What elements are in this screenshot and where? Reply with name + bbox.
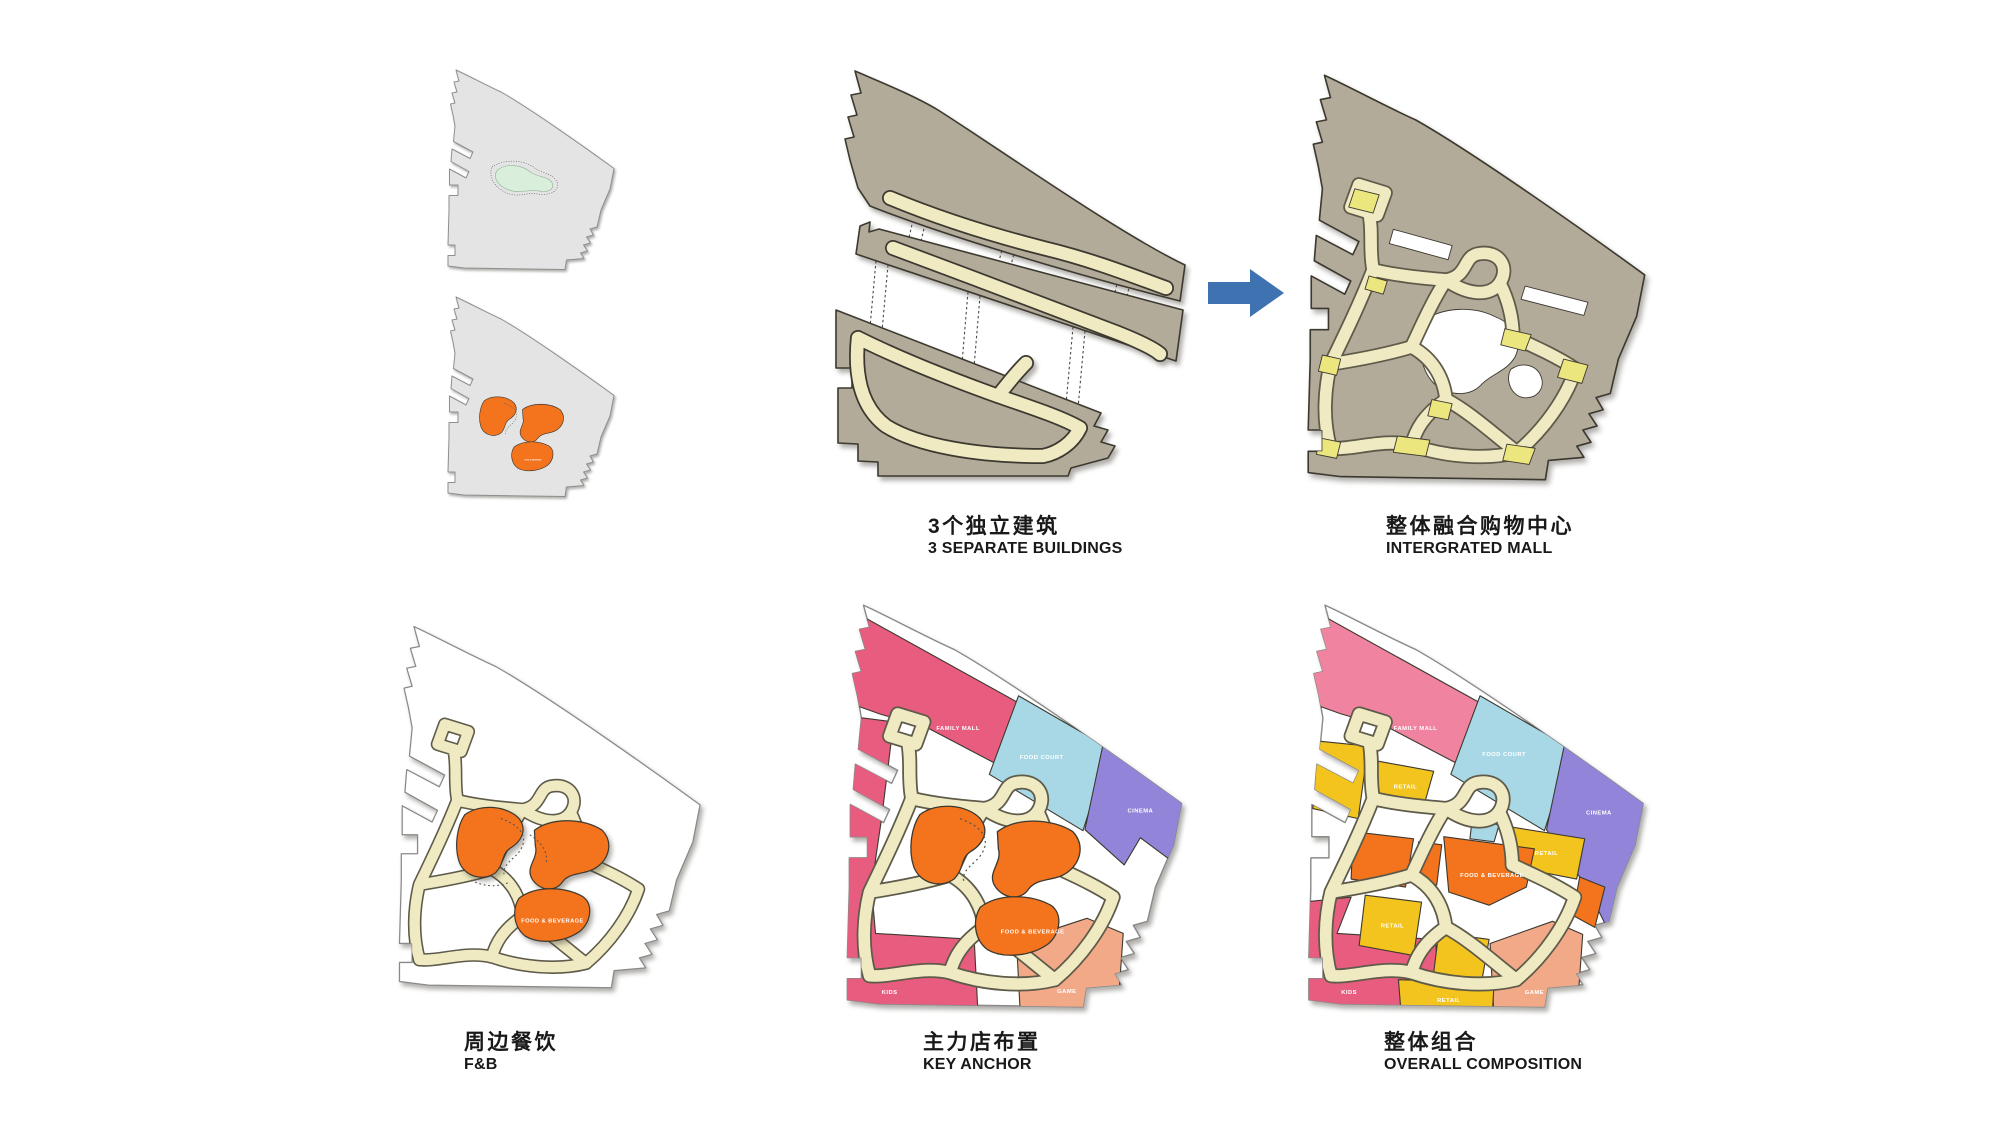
caption-three-buildings-zh: 3个独立建筑 <box>928 515 1060 538</box>
zone-retail <box>1312 740 1369 820</box>
zone-label-family-mall: FAMILY MALL <box>1394 726 1438 732</box>
zone-label-retail: RETAIL <box>1437 998 1460 1004</box>
site-plan-lake-diagram <box>440 60 630 280</box>
caption-fnb-zh: 周边餐饮 <box>464 1031 558 1054</box>
integrated-mall-diagram <box>1292 55 1667 505</box>
overall-composition-diagram: FAMILY MALL FOOD COURT CINEMA KIDS GAME … <box>1290 585 1668 1020</box>
fnb-diagram: FOOD & BEVERAGE <box>385 588 720 1020</box>
zone-food-court <box>988 695 1110 832</box>
central-void <box>1508 364 1543 399</box>
caption-key-anchor: 主力店布置 KEY ANCHOR <box>923 1030 1041 1075</box>
zone-label-food-beverage: FOOD & BEVERAGE <box>1001 929 1065 935</box>
caption-integrated-mall-en: INTERGRATED MALL <box>1386 540 1553 558</box>
zone-label-game: GAME <box>1525 990 1544 996</box>
arrow-glyph <box>1208 269 1284 317</box>
caption-integrated-mall-zh: 整体融合购物中心 <box>1386 515 1574 538</box>
caption-fnb-en: F&B <box>464 1056 498 1074</box>
caption-fnb: 周边餐饮 F&B <box>464 1030 558 1075</box>
zone-label-cinema: CINEMA <box>1586 811 1612 817</box>
caption-integrated-mall: 整体融合购物中心 INTERGRATED MALL <box>1386 514 1574 559</box>
void-slot <box>1388 228 1453 261</box>
zone-label-food-beverage: FOOD & BEVERAGE <box>521 919 584 925</box>
zone-cinema <box>1084 743 1182 866</box>
void-slot <box>1520 285 1589 316</box>
caption-three-buildings: 3个独立建筑 3 SEPARATE BUILDINGS <box>928 514 1123 559</box>
caption-overall-zh: 整体组合 <box>1384 1031 1478 1054</box>
corridor-nodes <box>1315 188 1589 465</box>
caption-overall-en: OVERALL COMPOSITION <box>1384 1056 1583 1074</box>
zone-label-cinema: CINEMA <box>1127 809 1153 815</box>
caption-key-anchor-zh: 主力店布置 <box>923 1031 1041 1054</box>
right-arrow-icon <box>1208 268 1284 318</box>
zone-label-food-court: FOOD COURT <box>1482 752 1526 758</box>
zone-food-court <box>1450 695 1572 832</box>
zone-label-food-court: FOOD COURT <box>1020 755 1064 761</box>
dashed-connectors <box>869 219 1131 409</box>
zone-label-kids: KIDS <box>1341 990 1357 996</box>
zone-label-retail: RETAIL <box>1535 851 1558 857</box>
zone-label-game: GAME <box>1057 989 1076 995</box>
site-outline <box>447 69 615 270</box>
three-separate-buildings-diagram <box>818 48 1198 508</box>
zone-label-retail: RETAIL <box>1381 923 1404 929</box>
site-plan-fnb-diagram: FOOD & BEVERAGE <box>440 287 630 509</box>
zone-label-family-mall: FAMILY MALL <box>936 726 980 732</box>
caption-key-anchor-en: KEY ANCHOR <box>923 1056 1032 1074</box>
caption-three-buildings-en: 3 SEPARATE BUILDINGS <box>928 540 1123 558</box>
zone-label-kids: KIDS <box>882 990 898 996</box>
lake-dash-marks <box>490 160 558 196</box>
caption-overall: 整体组合 OVERALL COMPOSITION <box>1384 1030 1582 1075</box>
building-strip-top <box>844 70 1186 302</box>
zone-label-food-beverage: FOOD & BEVERAGE <box>1460 873 1524 879</box>
zone-label-retail: RETAIL <box>1394 784 1417 790</box>
key-anchor-diagram: FAMILY MALL FOOD COURT CINEMA KIDS GAME … <box>830 585 1205 1020</box>
lake-dotted-line <box>470 834 547 887</box>
